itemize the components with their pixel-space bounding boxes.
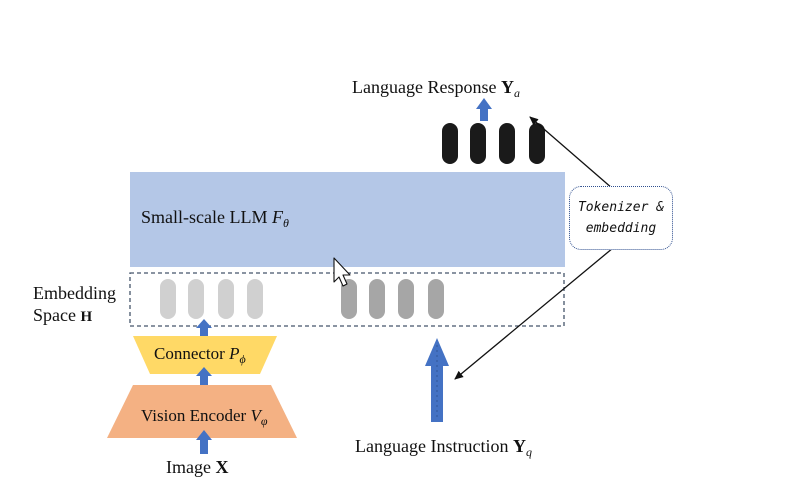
llm-label: Small-scale LLM Fθ [141, 207, 289, 233]
output-tokens [442, 123, 545, 164]
encoder-symbol: V [250, 406, 261, 425]
tokenizer-embedding-box: Tokenizer & embedding [569, 186, 673, 250]
visual-token [188, 279, 204, 319]
embedding-symbol: H [80, 309, 93, 325]
connector-symbol: P [229, 344, 240, 363]
embedding-line1: Embedding [33, 283, 116, 303]
response-symbol: Y [500, 77, 514, 97]
up-arrow-icon [196, 367, 212, 385]
image-label: Image X [166, 457, 228, 477]
output-token [442, 123, 458, 164]
tokenizer-line1: Tokenizer & [577, 200, 665, 215]
llm-block [130, 172, 565, 267]
embedding-line2: Space [33, 305, 81, 325]
encoder-sub: φ [260, 414, 268, 428]
visual-token [218, 279, 234, 319]
text-token [369, 279, 385, 319]
connector-label: Connector Pϕ [154, 344, 246, 369]
vision-encoder-label: Vision Encoder Vφ [141, 406, 268, 431]
instruction-symbol: Y [512, 436, 526, 456]
visual-token [247, 279, 263, 319]
text-token [341, 279, 357, 319]
language-response-text: Language Response [352, 77, 501, 97]
language-instruction-label: Language Instruction Yq [355, 436, 532, 462]
vision-encoder-block [107, 385, 297, 438]
instruction-text: Language Instruction [355, 436, 513, 456]
language-response-label: Language Response Ya [352, 77, 520, 103]
encoder-text: Vision Encoder [141, 406, 251, 425]
connector-block [133, 336, 277, 374]
image-text: Image [166, 457, 216, 477]
llm-text: Small-scale LLM [141, 207, 272, 227]
tokenizer-to-response-arrow [529, 116, 621, 196]
llm-symbol: F [271, 207, 283, 227]
text-token [428, 279, 444, 319]
text-tokens [341, 279, 444, 319]
output-token [470, 123, 486, 164]
tokenizer-line2: embedding [585, 221, 657, 236]
cursor-pointer-icon [333, 257, 351, 287]
connector-sub: ϕ [239, 352, 246, 366]
embedding-space-label: Embedding Space H [33, 282, 116, 328]
output-token [529, 123, 545, 164]
output-token [499, 123, 515, 164]
visual-token [160, 279, 176, 319]
visual-tokens [160, 279, 263, 319]
image-symbol: X [215, 457, 229, 477]
up-arrow-icon [196, 430, 212, 454]
tokenizer-to-instruction-arrow [454, 242, 620, 380]
up-arrow-icon [476, 98, 492, 121]
response-sub: a [513, 86, 520, 100]
up-arrow-icon [425, 338, 449, 422]
text-token [398, 279, 414, 319]
connector-text: Connector [154, 344, 230, 363]
llm-sub: θ [282, 216, 289, 230]
up-arrow-icon [196, 319, 212, 336]
instruction-sub: q [525, 445, 532, 459]
